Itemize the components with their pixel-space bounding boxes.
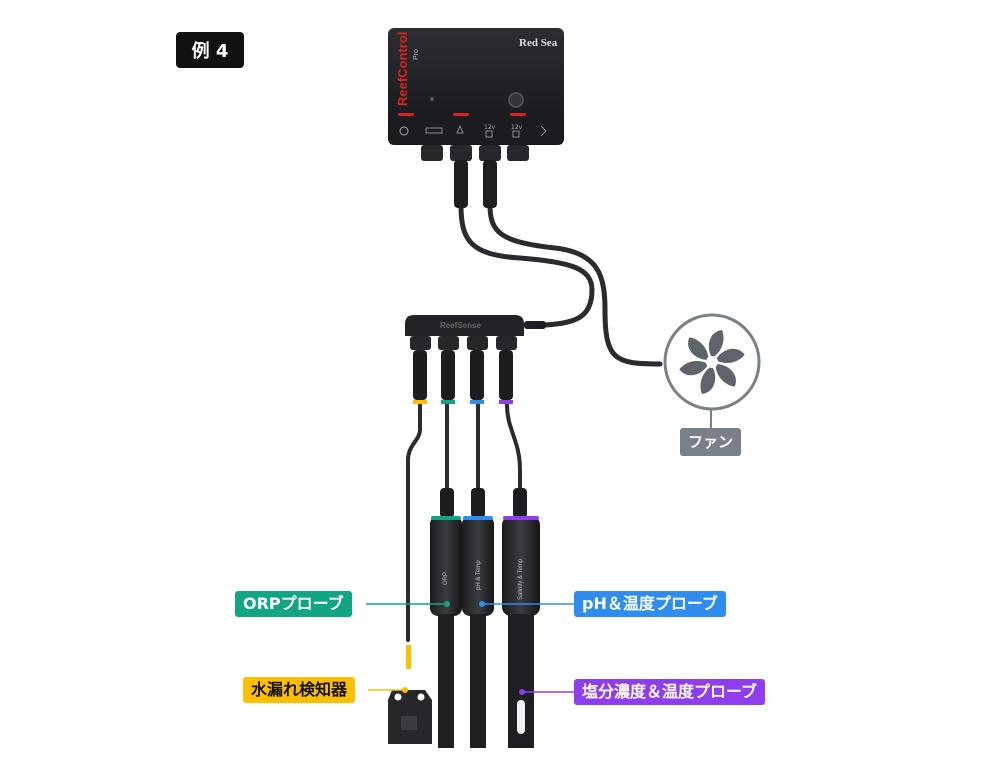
ph-leader-dot <box>479 601 485 607</box>
example-label: 例 4 <box>176 32 244 68</box>
red-indicator-1 <box>398 113 414 116</box>
sense-port-icon <box>425 127 443 134</box>
leak-detector <box>388 645 432 744</box>
plug-ring-orp <box>441 400 455 404</box>
controller-connector-4 <box>507 145 529 161</box>
controller-connector-3 <box>479 145 501 161</box>
controller-button <box>508 92 524 108</box>
port-12v-label-1: 12v <box>484 124 496 131</box>
reefcontrol-device: ReefControl Pro Red Sea 12v 12v <box>388 28 564 208</box>
hub-plug-4 <box>499 350 513 400</box>
ph-probe: pH & Temp <box>462 488 494 748</box>
controller-led-dot <box>430 97 434 101</box>
ph-probe-stem <box>470 614 486 748</box>
leak-detector-logo <box>401 716 417 730</box>
cable-controller-to-hub <box>458 202 595 328</box>
orp-probe-callout: ORPプローブ <box>235 591 352 617</box>
hub-plug-1 <box>413 350 427 400</box>
plug-ring-ph <box>470 400 484 404</box>
ph-probe-glow-ring <box>463 516 493 520</box>
hub-connector-2 <box>438 336 459 350</box>
power-icon <box>540 125 547 137</box>
salinity-leader-dot <box>519 689 525 695</box>
salinity-probe-body <box>502 516 540 616</box>
controller-edition: Pro <box>413 49 420 60</box>
orp-probe-stem <box>438 614 454 748</box>
orp-leader-dot <box>444 601 450 607</box>
orp-probe-label: ORP <box>443 572 449 585</box>
hub-connector-4 <box>496 336 517 350</box>
hub-connector-1 <box>410 336 431 350</box>
controller-brand: Red Sea <box>519 37 558 49</box>
hub-plug-2 <box>441 350 455 400</box>
orp-probe-glow-ring <box>431 516 461 520</box>
ph-probe-label: pH & Temp <box>476 560 482 590</box>
port-12v-icon-1 <box>485 130 493 138</box>
port-12v-icon-2 <box>512 130 520 138</box>
cable-leak-detector <box>406 403 422 642</box>
hub-body <box>405 315 524 336</box>
plug-to-hub <box>454 160 468 208</box>
controller-port-strip <box>390 117 562 144</box>
leak-cable-yellow-band <box>406 645 411 669</box>
salinity-probe: Salinity & Temp <box>502 488 540 748</box>
salinity-probe-window <box>517 700 525 734</box>
fan-callout: ファン <box>680 428 742 456</box>
callout-leaders <box>366 601 574 695</box>
cable-salinity-probe <box>505 403 522 492</box>
port-12v-label-2: 12v <box>511 124 523 131</box>
leak-detector-hole-left <box>394 693 402 701</box>
red-indicator-2 <box>453 113 469 116</box>
controller-product-name: ReefControl <box>395 32 410 106</box>
controller-connector-2 <box>450 145 472 161</box>
gear-icon <box>399 126 409 136</box>
hub-cable-nub <box>524 321 546 329</box>
leak-detector-callout: 水漏れ検知器 <box>243 677 356 703</box>
leak-detector-hole-right <box>417 693 425 701</box>
hub-label: ReefSense <box>440 321 481 330</box>
hub-connector-3 <box>467 336 488 350</box>
reefsense-hub: ReefSense <box>405 315 546 404</box>
hub-plug-3 <box>470 350 484 400</box>
cables <box>406 202 663 642</box>
orp-probe: ORP <box>430 488 462 748</box>
dosing-icon <box>456 124 464 134</box>
fan-blades <box>679 330 745 394</box>
salinity-temp-probe-callout: 塩分濃度＆温度プローブ <box>574 679 766 705</box>
plug-to-fan <box>483 160 497 208</box>
leak-leader-dot <box>402 687 408 693</box>
ph-probe-body <box>462 516 494 616</box>
fan-icon <box>663 313 761 428</box>
ph-temp-probe-callout: pH＆温度プローブ <box>574 591 726 617</box>
plug-ring-leak <box>413 400 427 404</box>
controller-connector-1 <box>421 145 443 161</box>
orp-probe-body <box>430 516 462 616</box>
orp-probe-upper-plug <box>440 488 454 518</box>
salinity-probe-glow-ring <box>503 516 539 520</box>
salinity-probe-label: Salinity & Temp <box>518 558 524 600</box>
ph-probe-upper-plug <box>471 488 485 518</box>
salinity-probe-upper-plug <box>513 488 527 518</box>
plug-ring-salinity <box>499 400 513 404</box>
red-indicator-3 <box>510 113 526 116</box>
cable-controller-to-fan <box>487 202 663 367</box>
